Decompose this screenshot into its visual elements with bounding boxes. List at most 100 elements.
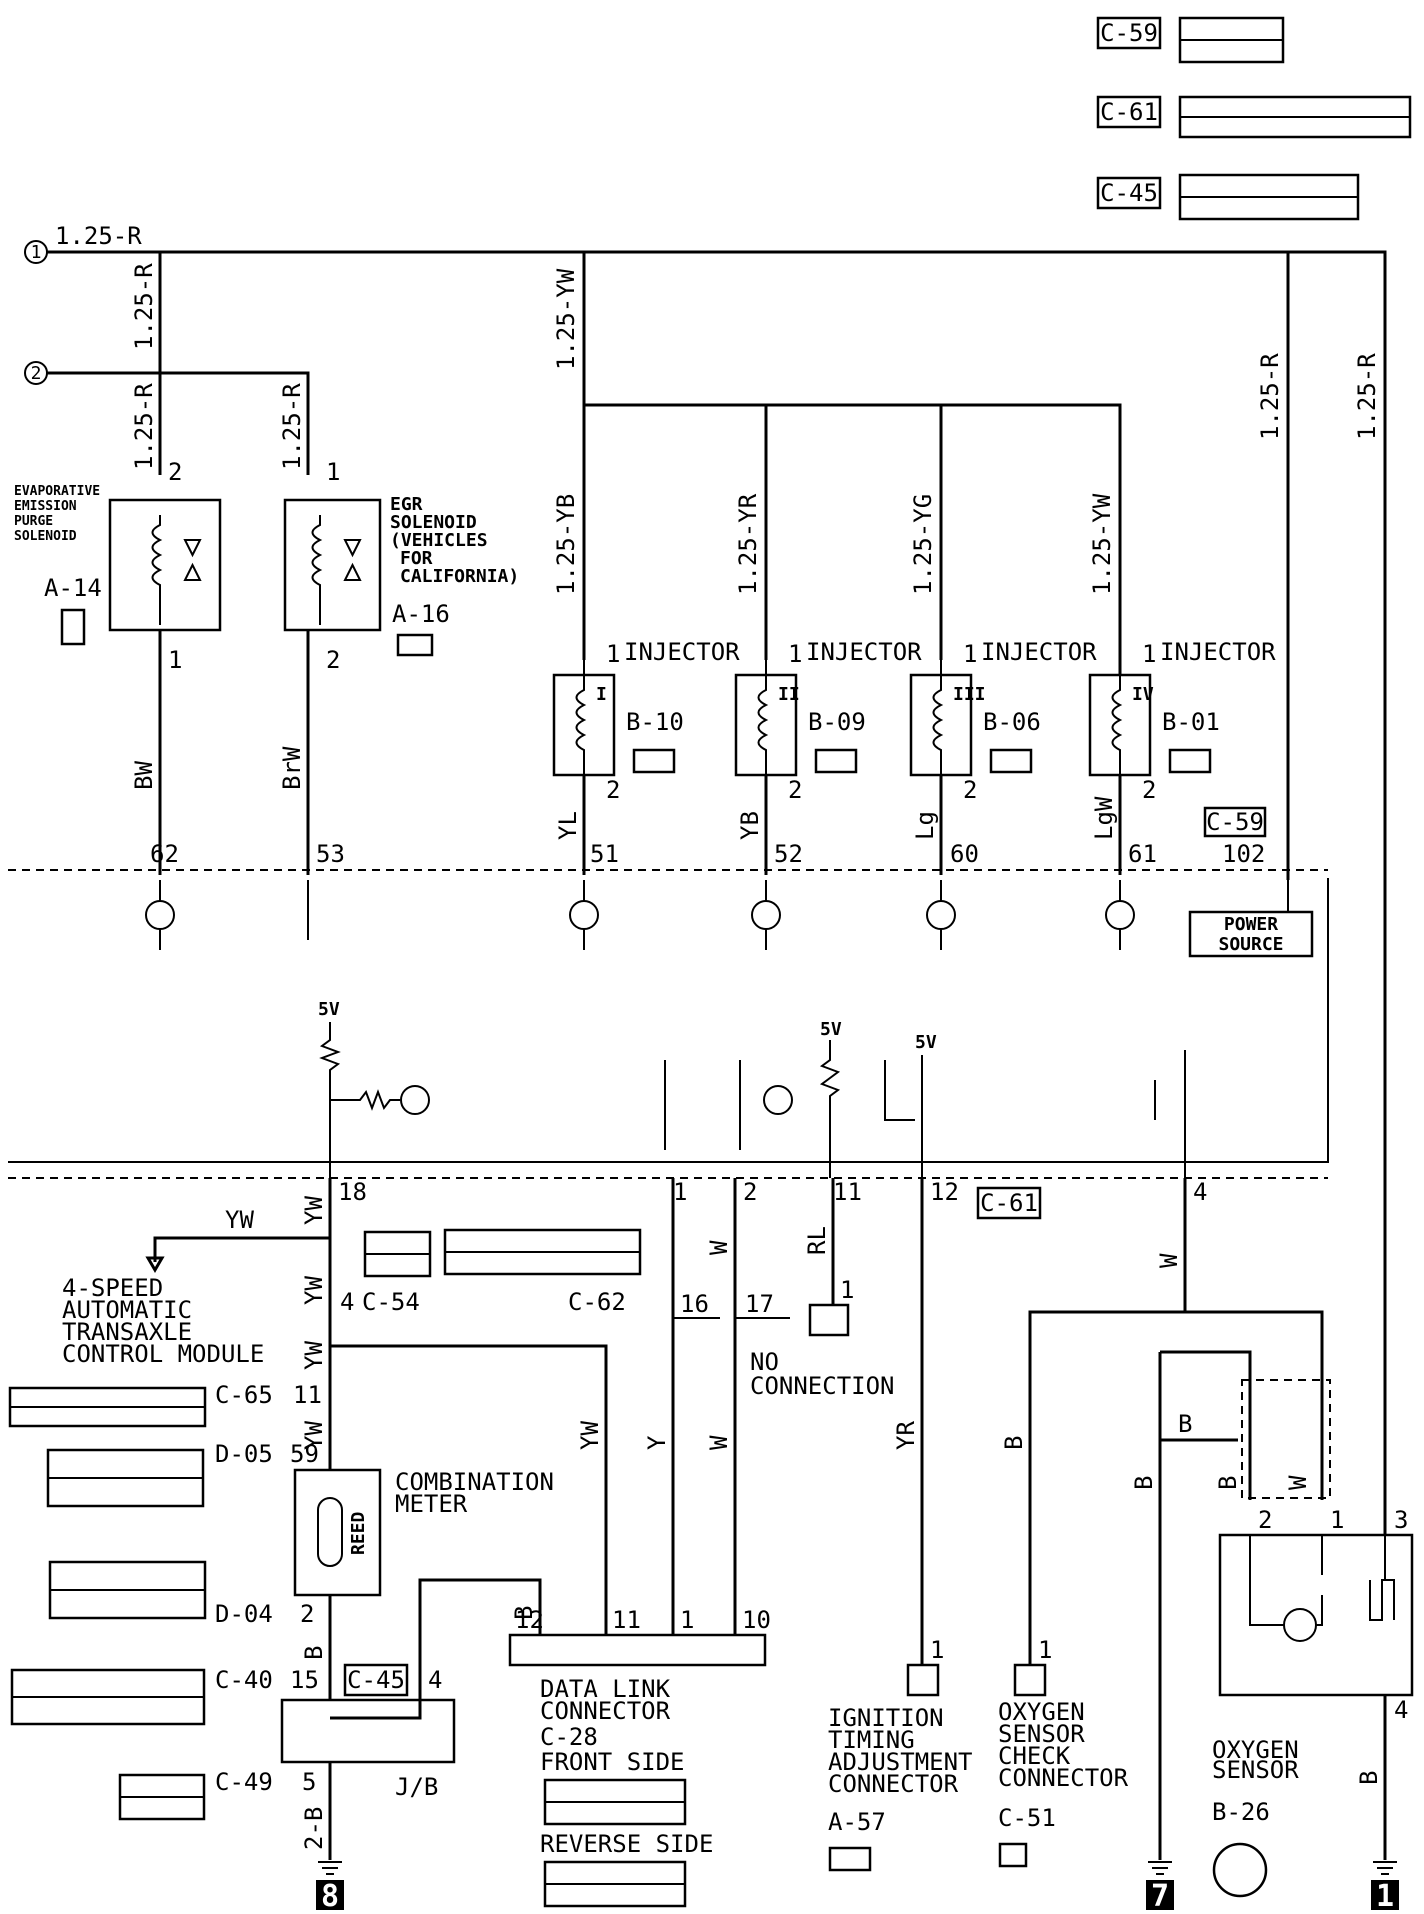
svg-text:4: 4 bbox=[340, 1288, 354, 1316]
egr-conn-label: A-16 bbox=[392, 600, 450, 628]
svg-text:1: 1 bbox=[840, 1276, 854, 1304]
svg-text:IV: IV bbox=[1132, 684, 1154, 705]
svg-text:17: 17 bbox=[745, 1290, 774, 1318]
svg-text:SENSOR: SENSOR bbox=[998, 1720, 1085, 1748]
svg-text:DATA LINK: DATA LINK bbox=[540, 1675, 671, 1703]
wire-label-right-r2: 1.25-R bbox=[1353, 353, 1381, 440]
svg-text:W: W bbox=[1155, 1253, 1183, 1268]
svg-text:RL: RL bbox=[803, 1226, 831, 1255]
svg-text:1: 1 bbox=[788, 640, 802, 668]
svg-text:YL: YL bbox=[554, 811, 582, 840]
svg-text:1: 1 bbox=[1142, 640, 1156, 668]
svg-text:2: 2 bbox=[31, 363, 42, 384]
svg-text:B-06: B-06 bbox=[983, 708, 1041, 736]
svg-text:REED: REED bbox=[348, 1511, 369, 1555]
svg-text:OXYGEN: OXYGEN bbox=[998, 1698, 1085, 1726]
svg-text:CONNECTION: CONNECTION bbox=[750, 1372, 895, 1400]
terminal-2: 2 bbox=[24, 361, 48, 385]
combination-meter: REED COMBINATION METER bbox=[293, 1468, 554, 1597]
svg-text:B-10: B-10 bbox=[626, 708, 684, 736]
svg-text:4: 4 bbox=[1394, 1696, 1408, 1724]
header-connector-c59: C-59 bbox=[1096, 16, 1285, 64]
svg-text:1: 1 bbox=[1376, 1879, 1394, 1914]
oxygen-check-connector-label: OXYGEN SENSOR CHECK CONNECTOR C-51 bbox=[998, 1698, 1129, 1868]
svg-text:2: 2 bbox=[963, 776, 977, 804]
svg-text:2: 2 bbox=[1258, 1506, 1272, 1534]
svg-text:FOR: FOR bbox=[400, 548, 433, 569]
c61-label: C-61 bbox=[980, 1189, 1038, 1217]
svg-text:II: II bbox=[778, 684, 800, 705]
svg-text:2: 2 bbox=[326, 646, 340, 674]
svg-text:EVAPORATIVE: EVAPORATIVE bbox=[14, 484, 100, 499]
svg-text:2: 2 bbox=[1142, 776, 1156, 804]
svg-text:102: 102 bbox=[1222, 840, 1265, 868]
svg-text:1: 1 bbox=[963, 640, 977, 668]
svg-text:CONTROL MODULE: CONTROL MODULE bbox=[62, 1340, 264, 1368]
wire-label-brw: BrW bbox=[278, 746, 306, 790]
svg-text:CHECK: CHECK bbox=[998, 1742, 1071, 1770]
svg-text:TIMING: TIMING bbox=[828, 1726, 915, 1754]
svg-text:C-28: C-28 bbox=[540, 1723, 598, 1751]
wire-label-yb: 1.25-YB bbox=[552, 494, 580, 595]
svg-text:2: 2 bbox=[743, 1178, 757, 1206]
ground-1: 1 bbox=[1371, 1861, 1399, 1914]
oxygen-sensor-body bbox=[1218, 1533, 1414, 1697]
header-c45-label: C-45 bbox=[1100, 179, 1158, 207]
svg-text:CONNECTOR: CONNECTOR bbox=[828, 1770, 959, 1798]
svg-text:INJECTOR: INJECTOR bbox=[624, 638, 740, 666]
svg-text:B-09: B-09 bbox=[808, 708, 866, 736]
svg-text:4-SPEED: 4-SPEED bbox=[62, 1274, 163, 1302]
svg-text:CONNECTOR: CONNECTOR bbox=[540, 1697, 671, 1725]
svg-text:CONNECTOR: CONNECTOR bbox=[998, 1764, 1129, 1792]
svg-text:III: III bbox=[953, 684, 986, 705]
svg-text:AUTOMATIC: AUTOMATIC bbox=[62, 1296, 192, 1324]
svg-text:SENSOR: SENSOR bbox=[1212, 1756, 1299, 1784]
svg-text:52: 52 bbox=[774, 840, 803, 868]
svg-text:B: B bbox=[1178, 1410, 1192, 1438]
svg-text:2: 2 bbox=[606, 776, 620, 804]
top-rail-label: 1.25-R bbox=[55, 222, 142, 250]
svg-text:1: 1 bbox=[168, 646, 182, 674]
svg-text:POWER: POWER bbox=[1224, 914, 1278, 935]
svg-text:5V: 5V bbox=[915, 1032, 937, 1053]
svg-text:YW: YW bbox=[576, 1421, 604, 1450]
svg-text:59: 59 bbox=[290, 1440, 319, 1468]
svg-text:TRANSAXLE: TRANSAXLE bbox=[62, 1318, 192, 1346]
svg-text:W: W bbox=[1284, 1475, 1312, 1490]
svg-text:62: 62 bbox=[150, 840, 179, 868]
c40-label: C-40 bbox=[215, 1666, 273, 1694]
header-c59-label: C-59 bbox=[1100, 19, 1158, 47]
svg-text:W: W bbox=[705, 1240, 733, 1255]
svg-text:5V: 5V bbox=[318, 999, 340, 1020]
svg-text:1: 1 bbox=[673, 1178, 687, 1206]
svg-text:METER: METER bbox=[395, 1490, 468, 1518]
svg-text:1: 1 bbox=[326, 458, 340, 486]
header-connector-c61: C-61 bbox=[1096, 95, 1412, 139]
wire-label-r1: 1.25-R bbox=[130, 263, 158, 350]
wire-label-bw: BW bbox=[130, 761, 158, 790]
c65-label: C-65 bbox=[215, 1381, 273, 1409]
svg-text:B: B bbox=[510, 1606, 538, 1620]
svg-text:NO: NO bbox=[750, 1348, 779, 1376]
svg-text:LgW: LgW bbox=[1090, 796, 1118, 840]
svg-text:SOURCE: SOURCE bbox=[1218, 934, 1283, 955]
ground-8: 8 bbox=[316, 1861, 344, 1914]
svg-text:SOLENOID: SOLENOID bbox=[390, 512, 477, 533]
svg-text:B: B bbox=[1000, 1436, 1028, 1450]
ignition-timing-connector: IGNITION TIMING ADJUSTMENT CONNECTOR A-5… bbox=[828, 1704, 973, 1872]
svg-text:YW: YW bbox=[300, 1276, 328, 1305]
d04-label: D-04 bbox=[215, 1600, 273, 1628]
header-c61-label: C-61 bbox=[1100, 98, 1158, 126]
svg-text:11: 11 bbox=[293, 1381, 322, 1409]
top-rail-wire bbox=[47, 250, 1387, 1700]
svg-text:1: 1 bbox=[930, 1636, 944, 1664]
svg-text:IGNITION: IGNITION bbox=[828, 1704, 944, 1732]
evap-purge-solenoid: EVAPORATIVE EMISSION PURGE SOLENOID 2 1 … bbox=[14, 458, 222, 674]
svg-text:J/B: J/B bbox=[395, 1773, 438, 1801]
svg-text:1: 1 bbox=[680, 1606, 694, 1634]
junction-block: J/B C-45 4 bbox=[280, 1663, 456, 1801]
svg-text:ADJUSTMENT: ADJUSTMENT bbox=[828, 1748, 973, 1776]
c49-label: C-49 bbox=[215, 1768, 273, 1796]
